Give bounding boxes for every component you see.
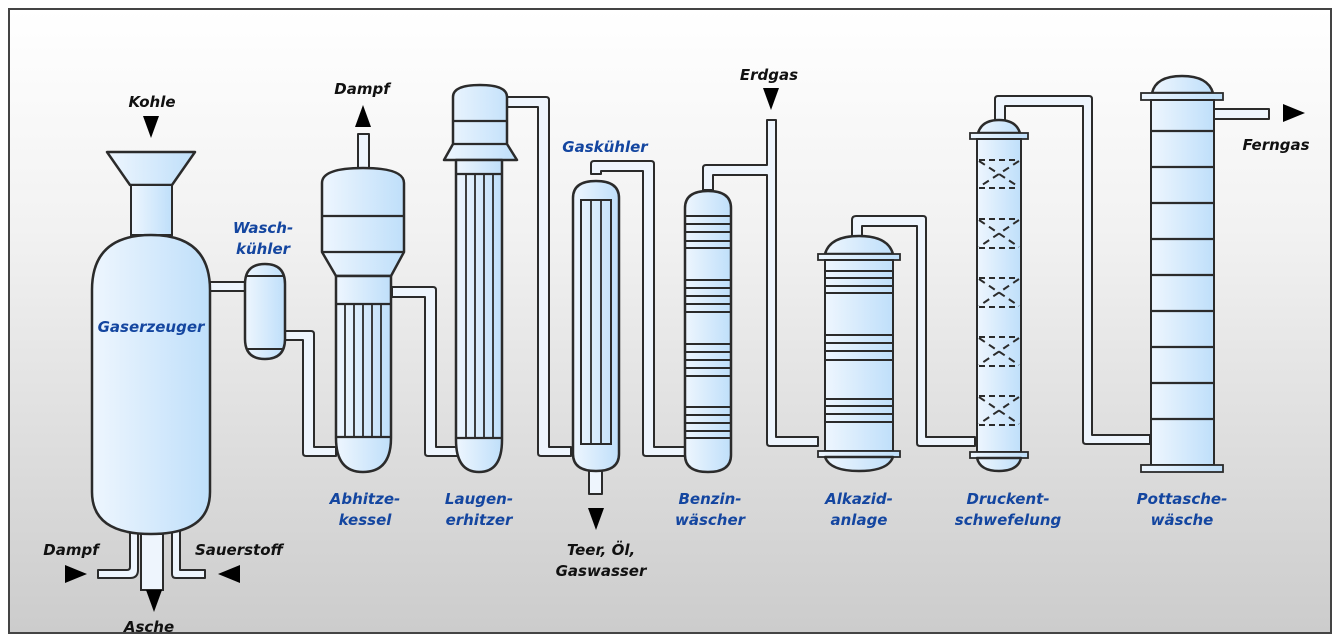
pipe-asche-outlet [140, 533, 164, 591]
label-dampf-in: Dampf [43, 541, 101, 559]
label-pottaschewaesche: Pottasche-wäsche [1137, 490, 1228, 529]
label-druckentschwefelung: Druckent-schwefelung [955, 490, 1062, 529]
druckent-top-dome [976, 118, 1022, 135]
label-benzinwaescher-line: Benzin- [678, 490, 741, 508]
pottasche-top-flange [1140, 92, 1224, 101]
gaserzeuger-body [90, 233, 212, 536]
label-alkazidanlage: Alkazid-anlage [824, 490, 893, 529]
label-abhitzekessel-line: Abhitze- [329, 490, 400, 508]
druckent-packing-cross [978, 219, 1020, 248]
pipe-waschkuehler-abhitzekessel [284, 330, 337, 457]
teer-arrow-icon [588, 508, 604, 530]
label-sauerstoff-line: Sauerstoff [195, 541, 285, 559]
label-gaskuehler-line: Gaskühler [562, 138, 649, 156]
label-teer-line: Gaswasser [556, 562, 648, 580]
pipe-gaserzeuger-waschkuehler [209, 281, 247, 292]
label-sauerstoff: Sauerstoff [195, 541, 285, 559]
label-dampf-out-line: Dampf [334, 80, 392, 98]
pipe-druckentschwefelung-pottasche [994, 95, 1151, 445]
label-asche-line: Asche [123, 618, 174, 636]
label-waschkuehler: Wasch-kühler [233, 219, 293, 258]
label-waschkuehler-line: kühler [236, 240, 292, 258]
background [8, 8, 1332, 634]
erdgas-arrow-icon [763, 88, 779, 110]
ferngas-arrow-icon [1283, 104, 1305, 122]
asche-arrow-icon [146, 590, 162, 612]
pipe-sauerstoff-inlet [171, 529, 206, 579]
druckent-packing-cross [978, 337, 1020, 366]
label-ferngas: Ferngas [1242, 136, 1309, 154]
label-pottaschewaesche-line: Pottasche- [1137, 490, 1228, 508]
kohle-arrow-icon [143, 116, 159, 138]
pottasche-bottom-flange [1140, 464, 1224, 473]
vessels [90, 74, 1224, 591]
label-abhitzekessel-line: kessel [339, 511, 393, 529]
label-pottaschewaesche-line: wäsche [1151, 511, 1214, 529]
label-abhitzekessel: Abhitze-kessel [329, 490, 400, 529]
druckent-shell [976, 138, 1022, 453]
label-ferngas-line: Ferngas [1242, 136, 1309, 154]
pipe-dampf-inlet [97, 529, 139, 579]
waschkuehler-body [243, 262, 287, 361]
pipe-ferngas-outlet [1213, 108, 1270, 120]
label-kohle: Kohle [128, 93, 175, 111]
label-druckentschwefelung-line: schwefelung [955, 511, 1062, 529]
pipe-laugenerhitzer-gaskuehler [506, 96, 572, 457]
label-erdgas: Erdgas [740, 66, 798, 84]
pipe-gaskuehler-outlet [588, 469, 603, 495]
label-laugenerhitzer: Laugen-erhitzer [445, 490, 514, 529]
label-druckentschwefelung-line: Druckent- [966, 490, 1049, 508]
label-gaserzeuger-line: Gaserzeuger [98, 318, 206, 336]
druckent-packing-cross [978, 396, 1020, 425]
label-alkazidanlage-line: Alkazid- [824, 490, 893, 508]
stream-arrows [65, 88, 1305, 612]
druckent-packing-cross [978, 160, 1020, 188]
dampf-out-arrow-icon [355, 105, 371, 127]
alkazid-shell [824, 259, 894, 452]
pipe-benzinwaescher-alkazid [702, 119, 819, 447]
label-laugenerhitzer-line: erhitzer [446, 511, 514, 529]
label-teer-line: Teer, Öl, [567, 540, 635, 559]
label-kohle-line: Kohle [128, 93, 175, 111]
druckent-packing-cross [978, 278, 1020, 307]
pottasche-shell [1150, 99, 1215, 466]
alkazid-top-dome [823, 234, 895, 256]
label-gaskuehler: Gaskühler [562, 138, 649, 156]
benzinwaescher-body [683, 189, 733, 474]
label-laugenerhitzer-line: Laugen- [445, 490, 513, 508]
laugenerhitzer-head [442, 83, 519, 162]
dampf-in-arrow-icon [65, 565, 87, 583]
label-benzinwaescher: Benzin-wäscher [675, 490, 747, 529]
abhitzekessel-top [320, 166, 406, 278]
gaskuehler-tube-bundle [580, 199, 612, 445]
druckent-packing-cross [978, 160, 1020, 188]
label-dampf-in-line: Dampf [43, 541, 101, 559]
laugenerhitzer-shell [454, 158, 504, 474]
label-alkazidanlage-line: anlage [831, 511, 888, 529]
alkazid-bottom-dome [823, 455, 895, 473]
druckent-bottom-dome [975, 456, 1023, 473]
gaserzeuger-neck [130, 184, 173, 236]
pipe-dampf-outlet [357, 133, 370, 171]
label-gaserzeuger: Gaserzeuger [98, 318, 206, 336]
pipes [97, 95, 1270, 579]
label-benzinwaescher-line: wäscher [675, 511, 747, 529]
label-erdgas-line: Erdgas [740, 66, 798, 84]
label-teer: Teer, Öl, Gaswasser [556, 540, 648, 580]
gaskuehler-body [571, 179, 621, 473]
label-asche: Asche [123, 618, 174, 636]
pipe-gaskuehler-benzinwaescher [590, 160, 687, 457]
label-waschkuehler-line: Wasch- [233, 219, 293, 237]
label-dampf-out: Dampf [334, 80, 392, 98]
pottasche-top-dome [1150, 74, 1215, 95]
sauerstoff-arrow-icon [218, 565, 240, 583]
pipe-alkazid-druckentschwefelung [851, 215, 976, 447]
